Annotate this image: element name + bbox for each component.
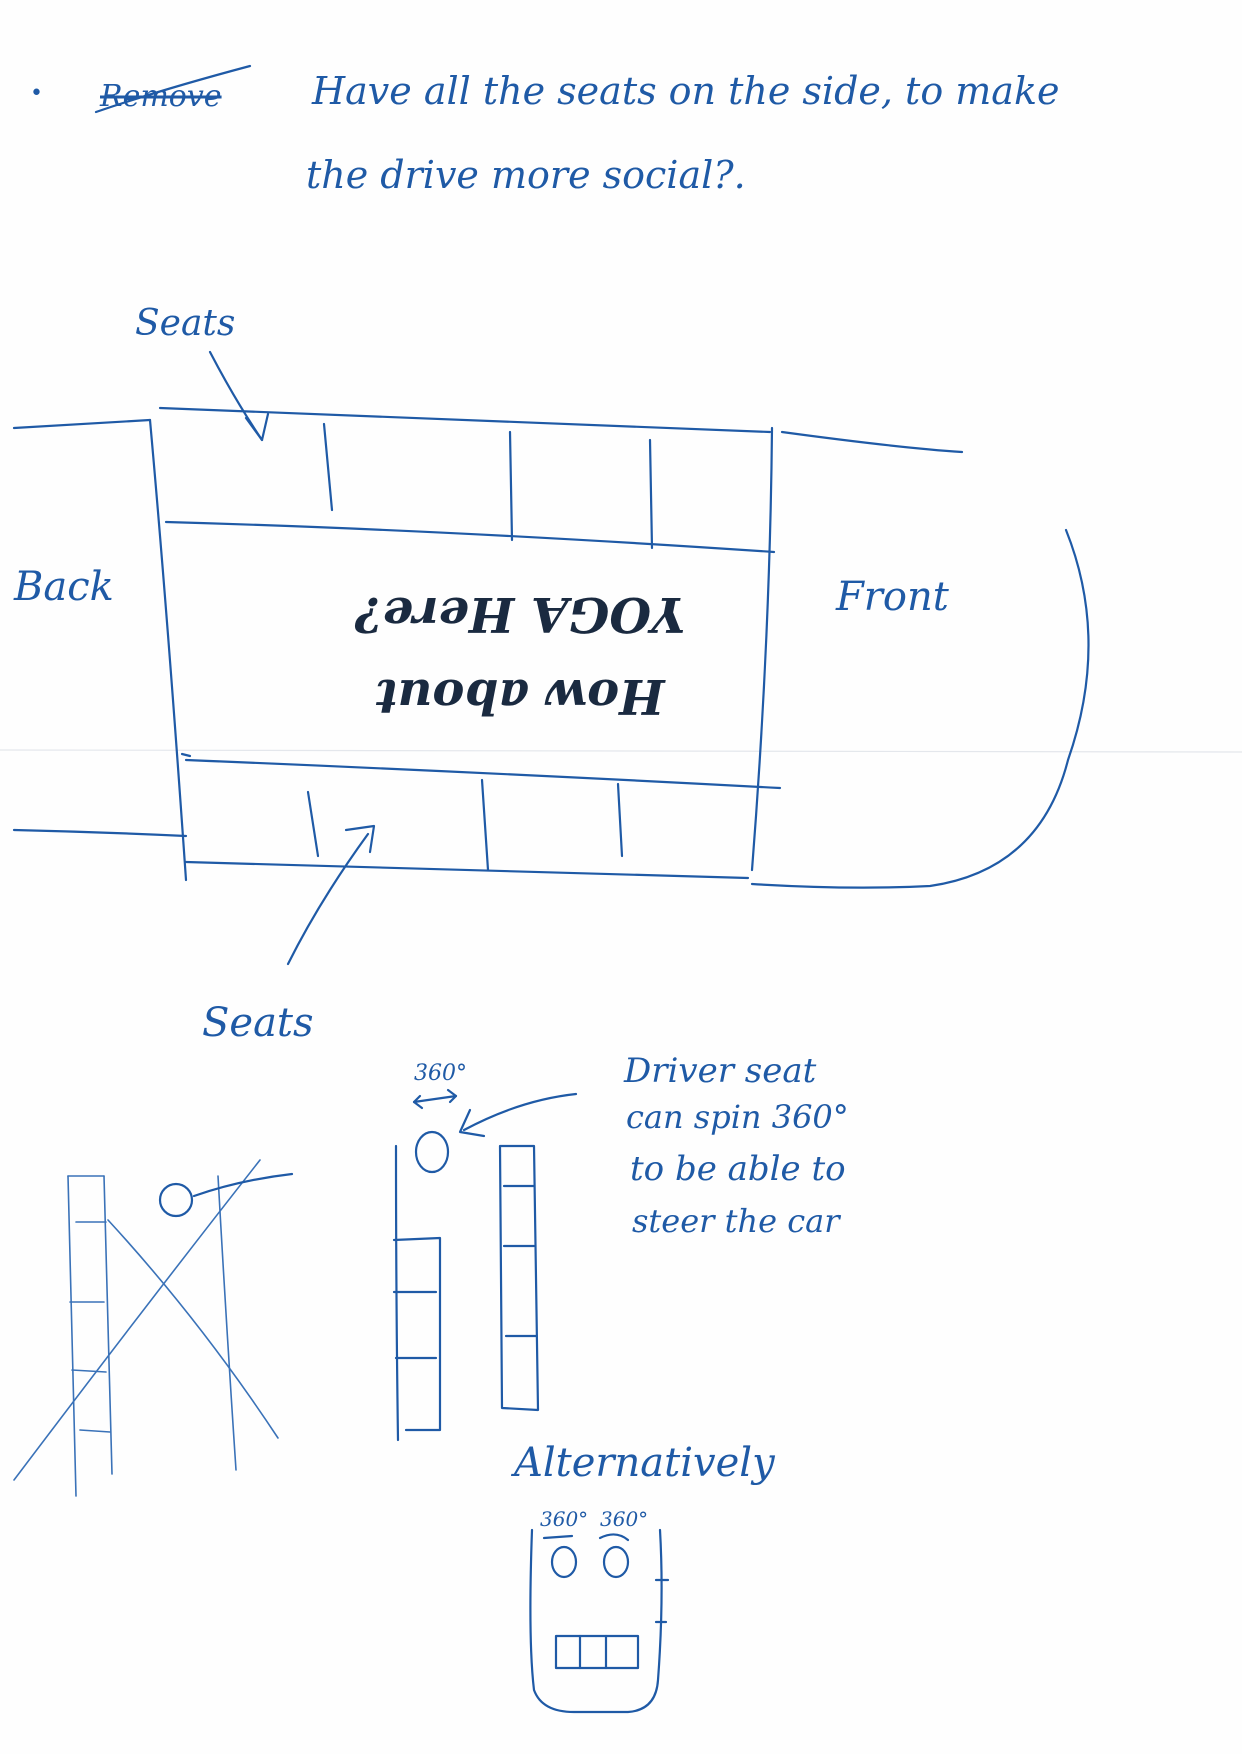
arrow-seats-top-head bbox=[246, 414, 268, 440]
alt-passenger-seat-icon bbox=[604, 1547, 628, 1577]
crossed-layout-cross-2 bbox=[14, 1160, 260, 1480]
arrow-seats-bottom-head bbox=[346, 826, 374, 852]
bus-bottom-edge bbox=[186, 862, 748, 878]
bottom-seat-divider-2 bbox=[482, 780, 488, 870]
crossed-layout-tick-4 bbox=[80, 1430, 110, 1432]
alt-angle-arrow-left bbox=[544, 1536, 572, 1538]
note-line-2: the drive more social?. bbox=[306, 153, 746, 197]
bus-front-edge bbox=[752, 428, 772, 870]
struck-word: Remove bbox=[99, 79, 222, 114]
label-back: Back bbox=[13, 564, 114, 610]
alt-rear-bench bbox=[556, 1636, 638, 1668]
alternatively-label: Alternatively bbox=[510, 1440, 776, 1486]
label-seats-top: Seats bbox=[135, 303, 235, 344]
alt-angle-arrow-right bbox=[600, 1534, 628, 1540]
arrow-seats-bottom-shaft bbox=[288, 834, 368, 964]
alt-angle-left: 360° bbox=[540, 1507, 588, 1531]
top-seat-divider-1 bbox=[324, 424, 332, 510]
driver-note-arrow-head bbox=[460, 1110, 484, 1136]
crossed-layout-scribble bbox=[194, 1174, 292, 1196]
bus-top-edge bbox=[160, 408, 770, 432]
driver-note-line-4: steer the car bbox=[632, 1202, 841, 1240]
driver-note-arrow-shaft bbox=[464, 1094, 576, 1130]
driver-note-line-3: to be able to bbox=[630, 1149, 846, 1189]
center-line-1: How about bbox=[375, 668, 666, 724]
road-line-top-left bbox=[14, 420, 150, 428]
crossed-layout-right-wall bbox=[218, 1176, 236, 1470]
middle-angle-label: 360° bbox=[414, 1061, 467, 1086]
note-line-1: Have all the seats on the side, to make bbox=[311, 69, 1059, 113]
bottom-seat-divider-3 bbox=[618, 784, 622, 856]
top-seat-divider-2 bbox=[510, 432, 512, 540]
bottom-seat-divider-1 bbox=[308, 792, 318, 856]
center-line-2: YOGA Here? bbox=[354, 586, 686, 642]
hood-top-line bbox=[782, 432, 962, 452]
center-upside-down-text: How about YOGA Here? bbox=[354, 586, 686, 724]
crossed-layout-tick-3 bbox=[72, 1370, 106, 1372]
middle-left-seat-row bbox=[394, 1238, 440, 1430]
label-front: Front bbox=[835, 574, 950, 620]
top-seat-divider-3 bbox=[650, 440, 652, 548]
driver-note-line-2: can spin 360° bbox=[626, 1098, 849, 1136]
label-seats-bottom: Seats bbox=[202, 1000, 314, 1046]
middle-driver-seat-icon bbox=[416, 1132, 448, 1172]
arrow-seats-top-shaft bbox=[210, 352, 262, 440]
alt-vehicle-outline bbox=[530, 1530, 661, 1712]
driver-note-line-1: Driver seat bbox=[623, 1051, 817, 1091]
bus-back-edge bbox=[150, 420, 186, 880]
paper-fold-line bbox=[0, 750, 1242, 752]
road-line-bottom-left bbox=[14, 830, 186, 836]
top-seat-row-inner-edge bbox=[166, 522, 774, 552]
alt-driver-seat-icon bbox=[552, 1547, 576, 1577]
alt-angle-right: 360° bbox=[600, 1507, 648, 1531]
bottom-seat-corner-tick bbox=[182, 754, 190, 756]
crossed-layout-cross-1 bbox=[108, 1220, 278, 1438]
crossed-layout-driver-seat-icon bbox=[160, 1184, 192, 1216]
note-bullet: • bbox=[30, 81, 43, 106]
crossed-layout-seat-left bbox=[68, 1176, 76, 1496]
